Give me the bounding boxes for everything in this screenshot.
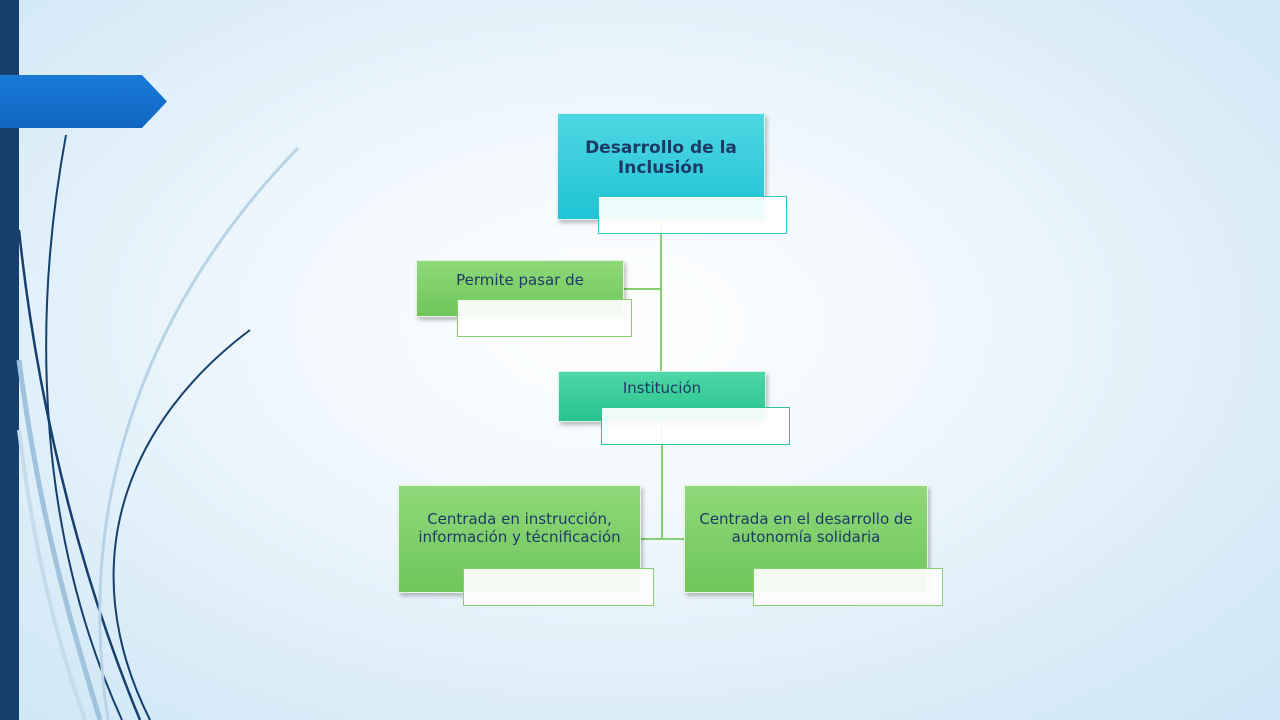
middle-node-text-panel (601, 407, 790, 445)
root-node-label: Desarrollo de la Inclusión (585, 138, 737, 179)
leaf-node-label: Centrada en instrucción, información y t… (418, 510, 621, 546)
root-node-text-panel (598, 196, 787, 234)
assistant-node-text-panel (457, 299, 632, 337)
assistant-node-label: Permite pasar de (456, 271, 584, 289)
leaf-node-label: Centrada en el desarrollo de autonomía s… (699, 510, 913, 546)
leaf-node-instruccion-text-panel (463, 568, 654, 606)
decorative-swooshes (16, 134, 300, 720)
middle-node-label: Institución (622, 379, 702, 397)
arrow-tab-decoration (0, 75, 167, 128)
leaf-node-autonomia-text-panel (753, 568, 943, 606)
left-accent-bar (0, 0, 19, 720)
